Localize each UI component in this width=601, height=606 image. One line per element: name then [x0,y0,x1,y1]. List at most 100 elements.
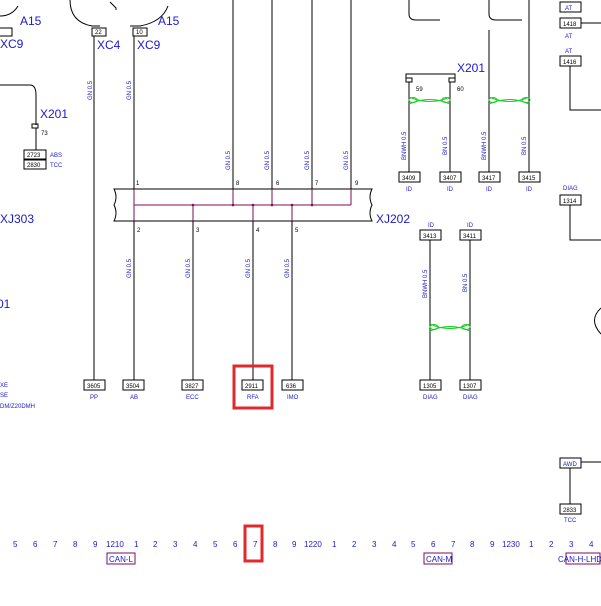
connector-xc9-mid: XC9 [137,38,161,52]
can-m-label: CAN-M [426,555,453,564]
bus-node-7 [310,203,314,207]
terminal-3415-box [518,171,541,183]
tick-7: 2 [153,540,158,549]
highlight-rfa-box [232,364,274,410]
terminal-3415-sub: ID [526,187,533,193]
terminal-2911-sub: RFA [247,395,259,401]
wire-label-gn-ab: GN 0.5 [127,258,133,278]
can-h-label: CAN-H-LHD [558,555,601,564]
tick-3: 8 [73,540,78,549]
terminal-3605-sub: PP [90,395,98,401]
bus-node-5 [290,203,294,207]
terminal-2911-num: 2911 [245,384,259,390]
terminal-1307-num: 1307 [463,384,477,390]
tick-5: 1210 [106,540,124,549]
terminal-3504-box [122,379,145,391]
terminal-3409-box [398,171,421,183]
tick-1: 6 [33,540,38,549]
pin-3: 3 [196,228,200,234]
label-awd: AWD [563,462,577,468]
connector-xc9-left: XC9 [0,37,24,51]
x201-left-wire [0,84,37,125]
terminal-2911-box [241,379,264,391]
pin-6: 6 [276,181,280,187]
terminal-1314-num: 1314 [563,199,577,205]
terminal-3407-sub: ID [447,187,454,193]
terminal-at-top-box [559,1,582,13]
terminal-2833-num: 2833 [563,508,577,514]
pin-1: 1 [136,181,140,187]
pin-10-box [132,27,148,37]
tick-14: 9 [292,540,297,549]
twist-pair-diag-cap-r [461,324,471,330]
wire-label-gn-ecc: GN 0.5 [186,258,192,278]
connector-xj202: XJ202 [376,212,410,226]
pin-59: 59 [416,87,423,93]
terminal-3413-num: 3413 [423,234,437,240]
tick-2: 7 [53,540,58,549]
terminal-3411-num: 3411 [463,234,477,240]
terminal-3504-sub: AB [130,395,138,401]
x201-right-body [405,73,456,82]
connector-x201-right: X201 [457,61,485,75]
twist-pair-right-1-cap-l [408,97,418,103]
pin-19-box [0,27,13,37]
tick-16: 1 [332,540,337,549]
xc9-mid-shell [130,5,169,27]
pin-73: 73 [41,131,48,137]
wire-label-bn-3407: BN 0.5 [443,136,449,155]
terminal-3417-num: 3417 [482,176,496,182]
tick-29: 4 [589,540,594,549]
twist-pair-diag-cap-l [429,324,439,330]
tick-18: 3 [372,540,377,549]
tick-11: 6 [233,540,238,549]
connector-x201-left: X201 [40,107,68,121]
pin-8: 8 [236,181,240,187]
terminal-1307-sub: DIAG [463,395,478,401]
x201-right-pin60 [448,77,456,83]
shield-mark [109,1,117,10]
wire-label-gn-pin8: GN 0.5 [226,150,232,170]
terminal-1314-sub: DIAG [563,186,578,192]
wire-label-gn-pin7: GN 0.5 [305,150,311,170]
tick-25: 1230 [502,540,520,549]
wire-label-gn-pin9: GN 0.5 [344,150,350,170]
wire-label-gn-imo: GN 0.5 [285,258,291,278]
pin-4: 4 [256,228,260,234]
tick-6: 1 [134,540,139,549]
label-id-3411: ID [467,223,474,229]
terminal-3407-box [439,171,462,183]
terminal-3504-num: 3504 [126,384,140,390]
terminal-1305-sub: DIAG [423,395,438,401]
tick-8: 3 [173,540,178,549]
terminal-2833-box [559,503,582,515]
label-se: SE [0,393,8,399]
bus-node-3 [191,203,195,207]
connector-xj303: XJ303 [0,212,34,226]
wire-label-gn-pin6: GN 0.5 [265,150,271,170]
twist-pair-right-2-cap-l [488,97,498,103]
terminal-3417-sub: ID [486,187,493,193]
tick-26: 1 [529,540,534,549]
tick-13: 8 [273,540,278,549]
tick-28: 3 [569,540,574,549]
tick-24: 9 [490,540,495,549]
twist-pair-right-1-cap-r [441,97,451,103]
can-l-box [106,552,136,565]
terminal-2830-box [23,159,47,170]
wire-1416 [569,66,601,111]
tick-20: 5 [411,540,416,549]
label-at-top: AT [565,6,573,12]
label-id-3413: ID [428,223,435,229]
connector-a15-left: A15 [20,14,42,28]
wire-label-bnwh-1305: BNWH 0.5 [423,269,429,298]
label-xe: XE [0,383,8,389]
pin-22: 22 [95,30,102,36]
pin-60: 60 [457,87,464,93]
x201-left-pin [31,123,39,129]
bus-node-6 [270,203,274,207]
wire-label-gn-rfa: GN 0.5 [246,258,252,278]
xc4-shell [69,0,100,27]
terminal-3407-num: 3407 [443,176,457,182]
